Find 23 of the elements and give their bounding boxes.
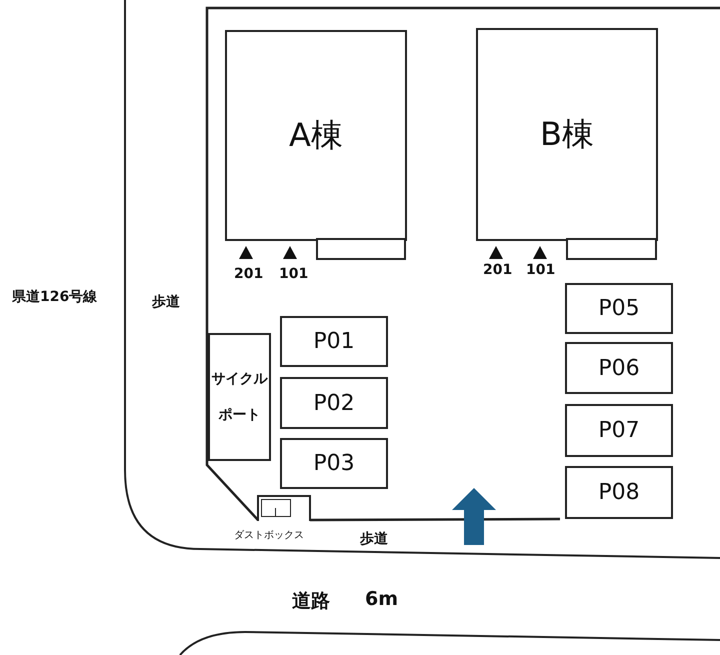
parking-space-box: P05	[565, 283, 673, 334]
parking-space-box: P07	[565, 404, 673, 457]
building-box: A棟	[225, 30, 407, 241]
annex-box	[316, 238, 406, 260]
road-name: 県道126号線	[12, 288, 98, 306]
dimension-label: 6m	[365, 588, 398, 610]
annex-box	[566, 238, 657, 260]
building-box: B棟	[476, 28, 658, 241]
parking-space-box: P02	[280, 377, 388, 429]
dust-box	[257, 495, 311, 521]
parking-space-box: P01	[280, 316, 388, 367]
part-label: ダストボックス	[234, 529, 304, 542]
parking-space-box: P06	[565, 342, 673, 394]
unit-number: 101	[526, 262, 556, 278]
parking-space-box: P08	[565, 466, 673, 519]
area-label: 歩道	[152, 293, 180, 311]
area-label: 歩道	[360, 530, 388, 548]
road-label: 道路	[292, 589, 330, 614]
unit-number: 101	[279, 266, 308, 282]
cycle-port-box: サイクルポート	[208, 333, 271, 461]
unit-number: 201	[234, 266, 264, 282]
unit-number: 201	[483, 262, 512, 278]
parking-space-box: P03	[280, 438, 388, 489]
